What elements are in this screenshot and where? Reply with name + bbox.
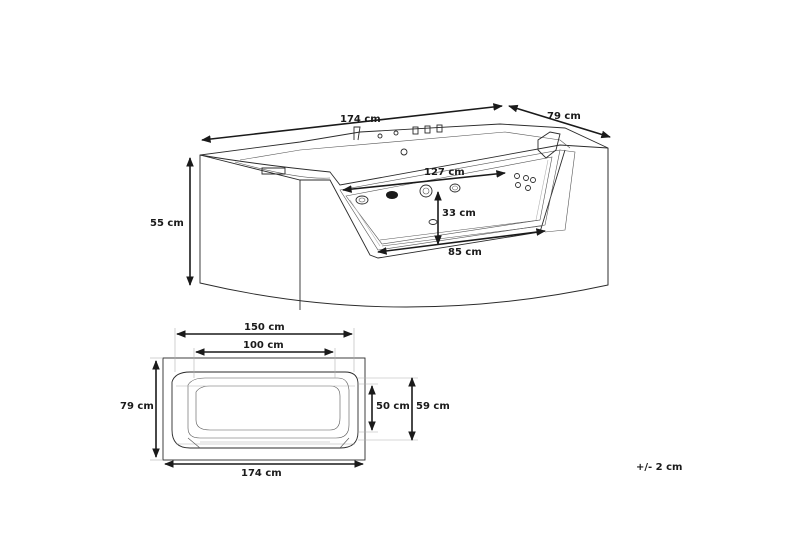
inner-length-label: 127 cm [424, 167, 465, 178]
depth-label: 79 cm [547, 111, 581, 122]
faucet [353, 126, 361, 141]
bottom-width-label: 50 cm [376, 401, 410, 412]
top-rim [171, 371, 359, 449]
tub-front-panel [199, 149, 566, 259]
dim-depth-arrow [508, 104, 611, 139]
tub-rim [199, 144, 609, 186]
top-outer-outline [162, 357, 366, 461]
dim-length-arrow [201, 103, 503, 143]
tolerance-label: +/- 2 cm [636, 462, 682, 473]
headrest [537, 131, 561, 159]
length-label: 174 cm [340, 114, 381, 125]
basin-width-label: 59 cm [416, 401, 450, 412]
outer-width-label: 79 cm [120, 401, 154, 412]
top-basin [187, 377, 350, 439]
top-view: 150 cm 100 cm 174 cm 79 cm 50 cm 59 cm [120, 322, 450, 479]
bottom-length-label: 100 cm [243, 340, 284, 351]
height-label: 55 cm [150, 218, 184, 229]
inner-depth-label: 33 cm [442, 208, 476, 219]
glass-window [339, 149, 561, 251]
dim-inner-bottom-arrow [377, 228, 546, 255]
basin-length-label: 150 cm [244, 322, 285, 333]
inner-bottom-label: 85 cm [448, 247, 482, 258]
dim-inner-length-arrow [342, 170, 506, 193]
outer-length-label: 174 cm [241, 468, 282, 479]
perspective-view: 174 cm 79 cm 55 cm 127 cm 33 cm 85 cm [150, 103, 611, 310]
